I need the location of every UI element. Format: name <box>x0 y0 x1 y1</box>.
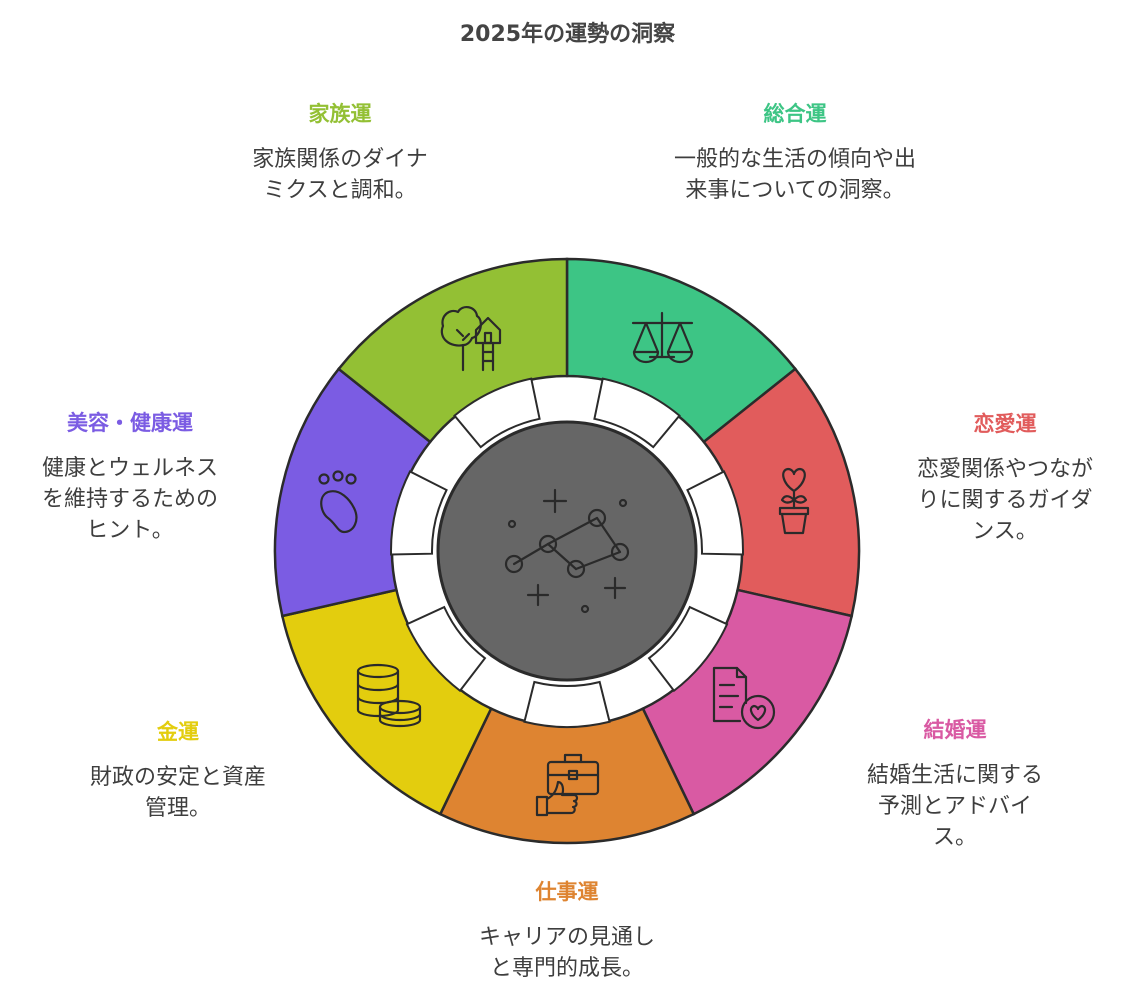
segment-beauty-description: 健康とウェルネス を維持するための ヒント。 <box>41 456 218 543</box>
segment-marriage-heading: 結婚運 <box>923 718 987 742</box>
segment-general-description: 一般的な生活の傾向や出 来事についての洞察。 <box>673 147 916 203</box>
segment-general: 総合運 一般的な生活の傾向や出 来事についての洞察。 <box>630 98 960 206</box>
wheel-gap-love <box>686 470 744 556</box>
diagram-title: 2025年の運勢の洞察 <box>459 22 676 47</box>
segment-work: 仕事運 キャリアの見通し と専門的成長。 <box>437 876 697 984</box>
coins-icon <box>356 663 422 728</box>
segment-work-description: キャリアの見通し と専門的成長。 <box>478 925 655 981</box>
segment-family: 家族運 家族関係のダイナ ミクスと調和。 <box>210 98 470 206</box>
wheel-gap-work <box>523 680 611 728</box>
heart-plant-icon <box>778 467 810 535</box>
segment-family-heading: 家族運 <box>308 102 372 126</box>
wheel-gap-money <box>405 605 487 693</box>
segment-beauty-heading: 美容・健康運 <box>67 411 193 435</box>
wheel-gap-general <box>593 377 681 449</box>
wheel-gap-beauty <box>390 470 448 556</box>
tree-house-icon <box>440 306 502 372</box>
wheel-gap-marriage <box>647 605 729 693</box>
segment-beauty: 美容・健康運 健康とウェルネス を維持するための ヒント。 <box>0 407 260 546</box>
constellation-icon <box>504 488 630 614</box>
heart-document-icon <box>712 666 776 730</box>
segment-love-heading: 恋愛運 <box>973 412 1037 436</box>
segment-money-description: 財政の安定と資産 管理。 <box>89 765 266 821</box>
segment-love: 恋愛運 恋愛関係やつなが りに関するガイダ ンス。 <box>875 408 1135 547</box>
center-circle <box>436 420 698 682</box>
segment-money-heading: 金運 <box>157 720 199 744</box>
segment-general-heading: 総合運 <box>763 102 827 126</box>
segment-family-description: 家族関係のダイナ ミクスと調和。 <box>252 147 428 203</box>
footprint-icon <box>318 470 358 534</box>
segment-money: 金運 財政の安定と資産 管理。 <box>48 716 308 824</box>
segment-marriage: 結婚運 結婚生活に関する 予測とアドバイ ス。 <box>825 714 1085 853</box>
balance-scale-icon <box>631 311 694 364</box>
segment-work-heading: 仕事運 <box>535 880 599 904</box>
briefcase-thumbs-up-icon <box>535 753 600 817</box>
segment-love-description: 恋愛関係やつなが りに関するガイダ ンス。 <box>916 457 1093 544</box>
wheel-gap-family <box>453 377 541 449</box>
segment-marriage-description: 結婚生活に関する 予測とアドバイ ス。 <box>866 763 1043 850</box>
